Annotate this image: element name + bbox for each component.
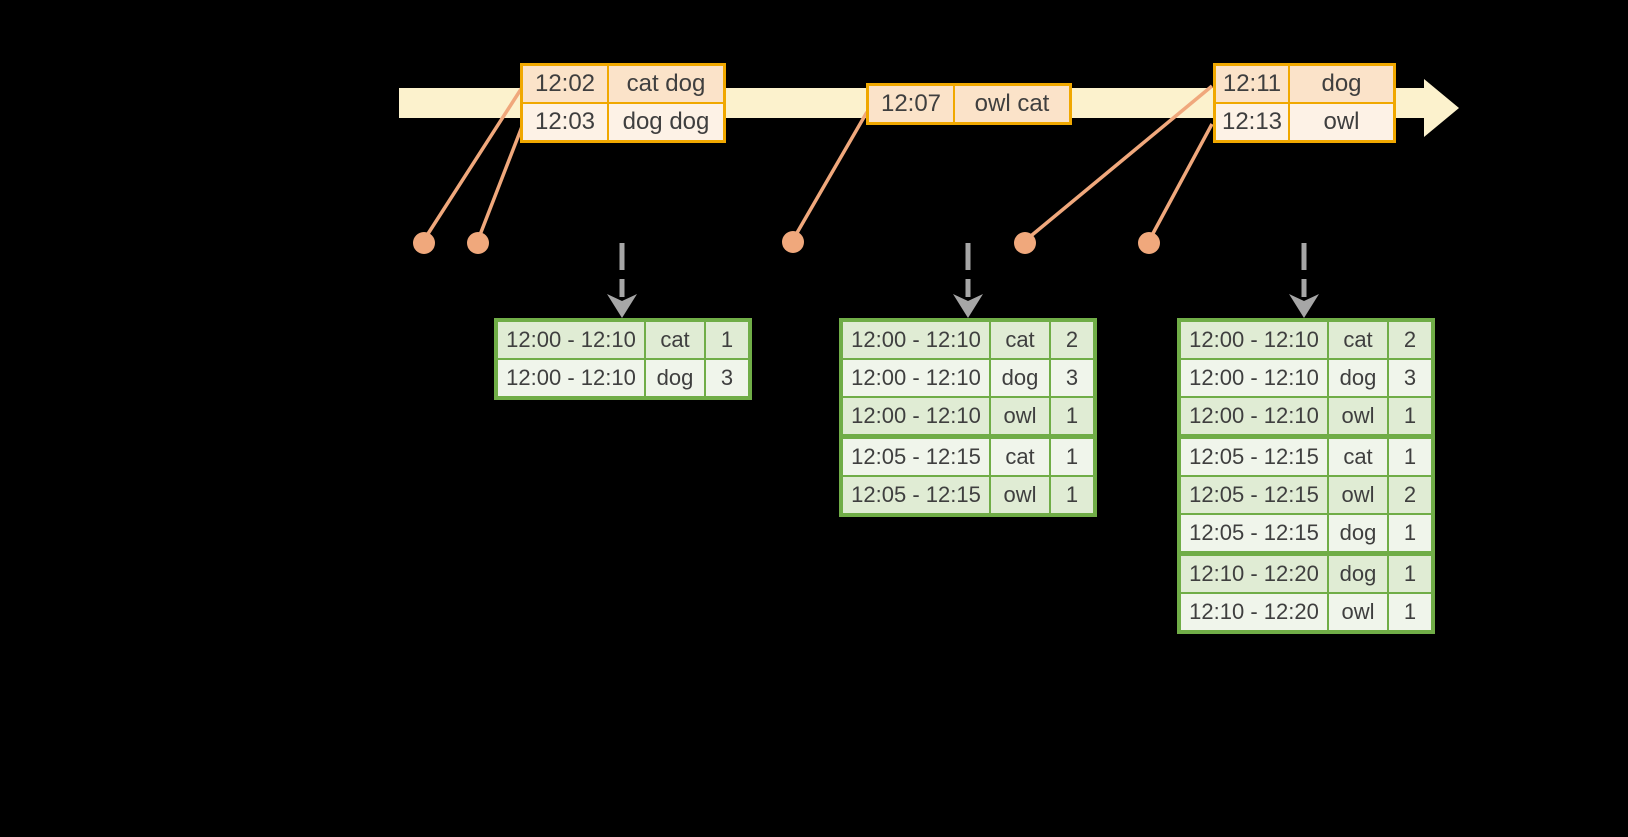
event-table-2: 12:07 owl cat (866, 83, 1072, 125)
event-words-cell: owl cat (953, 86, 1069, 122)
event-words-cell: cat dog (607, 66, 723, 102)
window-cell: 12:05 - 12:15 (843, 477, 989, 513)
connector-line (422, 85, 525, 241)
result-row: 12:10 - 12:20 owl 1 (1181, 592, 1431, 630)
result-row: 12:00 - 12:10 dog 3 (1181, 358, 1431, 396)
event-dot (1014, 232, 1036, 254)
count-cell: 1 (1387, 594, 1431, 630)
window-cell: 12:00 - 12:10 (843, 322, 989, 358)
window-cell: 12:00 - 12:10 (498, 322, 644, 358)
window-cell: 12:10 - 12:20 (1181, 594, 1327, 630)
count-cell: 3 (1049, 360, 1093, 396)
result-row: 12:05 - 12:15 cat 1 (1181, 434, 1431, 475)
timeline-arrowhead-icon (1424, 79, 1459, 137)
event-row: 12:02 cat dog (523, 66, 723, 102)
word-cell: dog (1327, 360, 1387, 396)
word-cell: cat (1327, 439, 1387, 475)
event-words-cell: dog dog (607, 104, 723, 140)
window-cell: 12:05 - 12:15 (843, 439, 989, 475)
event-dot (413, 232, 435, 254)
event-dot (1138, 232, 1160, 254)
connector-line (476, 123, 525, 241)
result-row: 12:00 - 12:10 cat 1 (498, 322, 748, 358)
count-cell: 2 (1387, 477, 1431, 513)
window-cell: 12:00 - 12:10 (1181, 360, 1327, 396)
window-cell: 12:05 - 12:15 (1181, 515, 1327, 551)
count-cell: 1 (1387, 398, 1431, 434)
event-row: 12:03 dog dog (523, 102, 723, 140)
count-cell: 3 (1387, 360, 1431, 396)
event-time-cell: 12:07 (869, 86, 953, 122)
count-cell: 1 (1387, 515, 1431, 551)
event-words-cell: dog (1288, 66, 1393, 102)
result-row: 12:10 - 12:20 dog 1 (1181, 551, 1431, 592)
count-cell: 1 (1049, 477, 1093, 513)
window-cell: 12:00 - 12:10 (1181, 398, 1327, 434)
count-cell: 2 (1387, 322, 1431, 358)
trigger-arrowhead-icon (607, 294, 637, 318)
word-cell: cat (989, 322, 1049, 358)
count-cell: 3 (704, 360, 748, 396)
event-time-cell: 12:11 (1216, 66, 1288, 102)
event-dot (782, 231, 804, 253)
word-cell: dog (1327, 515, 1387, 551)
connector-line (1148, 123, 1214, 240)
window-cell: 12:00 - 12:10 (498, 360, 644, 396)
word-cell: cat (1327, 322, 1387, 358)
result-table-3: 12:00 - 12:10 cat 2 12:00 - 12:10 dog 3 … (1177, 318, 1435, 634)
result-row: 12:05 - 12:15 cat 1 (843, 434, 1093, 475)
word-cell: owl (989, 398, 1049, 434)
result-table-2: 12:00 - 12:10 cat 2 12:00 - 12:10 dog 3 … (839, 318, 1097, 517)
word-cell: owl (1327, 477, 1387, 513)
count-cell: 1 (1049, 398, 1093, 434)
count-cell: 1 (1049, 439, 1093, 475)
window-cell: 12:00 - 12:10 (1181, 322, 1327, 358)
event-table-3: 12:11 dog 12:13 owl (1213, 63, 1396, 143)
trigger-arrowhead-icon (1289, 294, 1319, 318)
event-dot (467, 232, 489, 254)
count-cell: 1 (1387, 439, 1431, 475)
event-words-cell: owl (1288, 104, 1393, 140)
count-cell: 1 (1387, 556, 1431, 592)
result-row: 12:00 - 12:10 cat 2 (843, 322, 1093, 358)
word-cell: dog (989, 360, 1049, 396)
window-cell: 12:05 - 12:15 (1181, 439, 1327, 475)
word-cell: cat (989, 439, 1049, 475)
result-table-1: 12:00 - 12:10 cat 1 12:00 - 12:10 dog 3 (494, 318, 752, 400)
result-row: 12:00 - 12:10 dog 3 (498, 358, 748, 396)
result-row: 12:00 - 12:10 owl 1 (843, 396, 1093, 434)
word-cell: cat (644, 322, 704, 358)
event-row: 12:13 owl (1216, 102, 1393, 140)
count-cell: 2 (1049, 322, 1093, 358)
result-row: 12:00 - 12:10 dog 3 (843, 358, 1093, 396)
word-cell: owl (1327, 594, 1387, 630)
event-table-1: 12:02 cat dog 12:03 dog dog (520, 63, 726, 143)
word-cell: owl (989, 477, 1049, 513)
word-cell: dog (1327, 556, 1387, 592)
window-cell: 12:10 - 12:20 (1181, 556, 1327, 592)
event-time-cell: 12:02 (523, 66, 607, 102)
event-row: 12:07 owl cat (869, 86, 1069, 122)
word-cell: dog (644, 360, 704, 396)
result-row: 12:00 - 12:10 cat 2 (1181, 322, 1431, 358)
result-row: 12:00 - 12:10 owl 1 (1181, 396, 1431, 434)
window-cell: 12:00 - 12:10 (843, 398, 989, 434)
event-time-cell: 12:03 (523, 104, 607, 140)
count-cell: 1 (704, 322, 748, 358)
window-cell: 12:05 - 12:15 (1181, 477, 1327, 513)
connector-line (792, 111, 869, 239)
event-row: 12:11 dog (1216, 66, 1393, 102)
result-row: 12:05 - 12:15 owl 1 (843, 475, 1093, 513)
result-row: 12:05 - 12:15 owl 2 (1181, 475, 1431, 513)
event-time-cell: 12:13 (1216, 104, 1288, 140)
word-cell: owl (1327, 398, 1387, 434)
result-row: 12:05 - 12:15 dog 1 (1181, 513, 1431, 551)
trigger-arrowhead-icon (953, 294, 983, 318)
window-cell: 12:00 - 12:10 (843, 360, 989, 396)
